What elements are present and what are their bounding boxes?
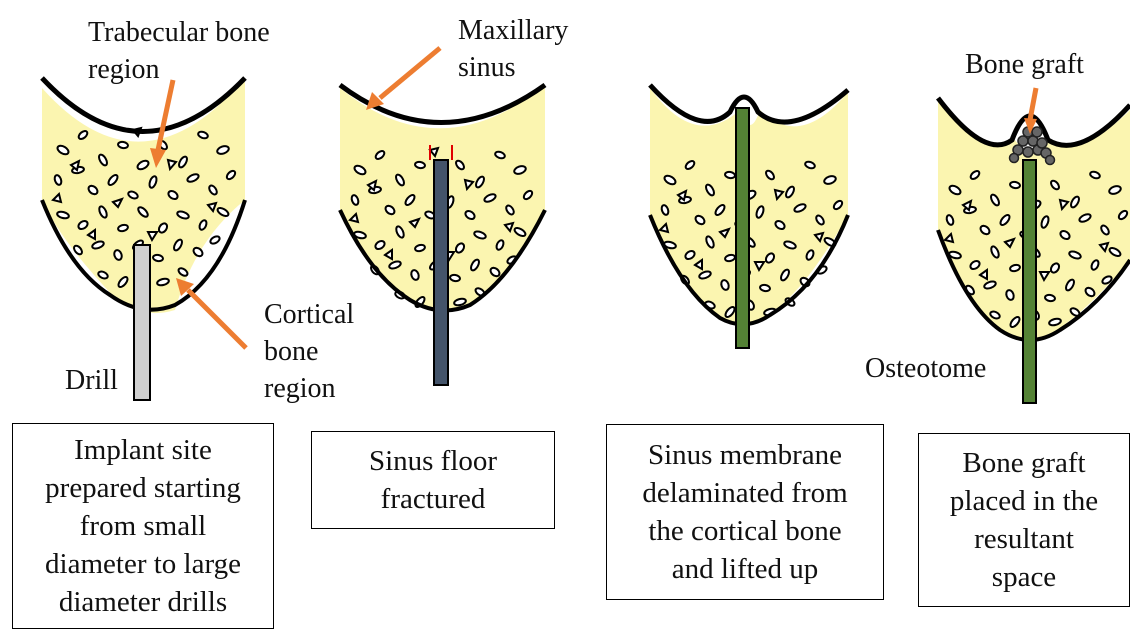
caption-step-1: Implant site prepared starting from smal… [45,431,241,621]
drill-tool [134,245,150,400]
label-osteotome: Osteotome [865,350,986,387]
caption-box-1: Implant site prepared starting from smal… [12,423,274,629]
label-bone-graft: Bone graft [965,46,1084,83]
caption-box-4: Bone graft placed in the resultant space [918,433,1130,607]
arrow-cortical [176,278,246,348]
caption-step-2: Sinus floor fractured [369,442,497,518]
caption-step-4: Bone graft placed in the resultant space [950,444,1098,596]
label-trabecular: Trabecular bone region [88,14,270,88]
label-cortical: Cortical bone region [264,296,354,407]
panel-3-bone [650,85,848,348]
panel-1-bone [42,78,245,400]
osteotome-tool-4 [1023,160,1036,403]
caption-box-2: Sinus floor fractured [311,431,555,529]
label-drill: Drill [65,362,118,399]
caption-box-3: Sinus membrane delaminated from the cort… [606,424,884,600]
label-maxillary: Maxillary sinus [458,12,568,86]
panel-2-bone [340,85,545,385]
caption-step-3: Sinus membrane delaminated from the cort… [642,436,847,588]
fractured-floor-tool [434,160,448,385]
osteotome-tool-3 [736,108,749,348]
arrow-maxillary [366,48,440,110]
